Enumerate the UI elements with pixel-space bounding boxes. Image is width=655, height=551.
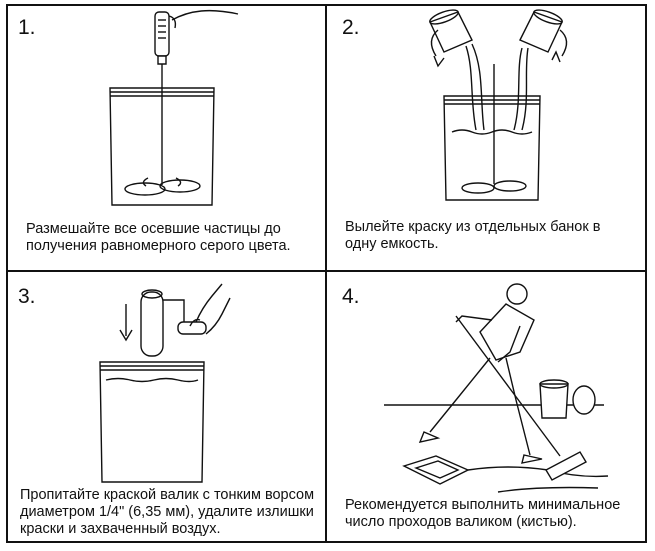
step-number-4: 4. [342, 285, 360, 308]
step-number-3: 3. [18, 285, 36, 308]
step-number-2: 2. [342, 16, 360, 39]
instruction-grid [6, 4, 647, 543]
step-caption-3: Пропитайте краской валик с тонким ворсом… [20, 487, 315, 537]
step-caption-1: Размешайте все осевшие частицы до получе… [26, 221, 291, 254]
mixer-in-container-illustration [0, 0, 320, 268]
pouring-cans-illustration [0, 0, 655, 268]
grid-divider-vertical [325, 6, 327, 541]
step-caption-2: Вылейте краску из отдельных банок в одну… [345, 219, 601, 252]
grid-divider-horizontal [8, 270, 645, 272]
step-number-1: 1. [18, 16, 36, 39]
roller-in-container-illustration [0, 0, 320, 551]
step-caption-4: Рекомендуется выполнить минимальное числ… [345, 497, 621, 530]
